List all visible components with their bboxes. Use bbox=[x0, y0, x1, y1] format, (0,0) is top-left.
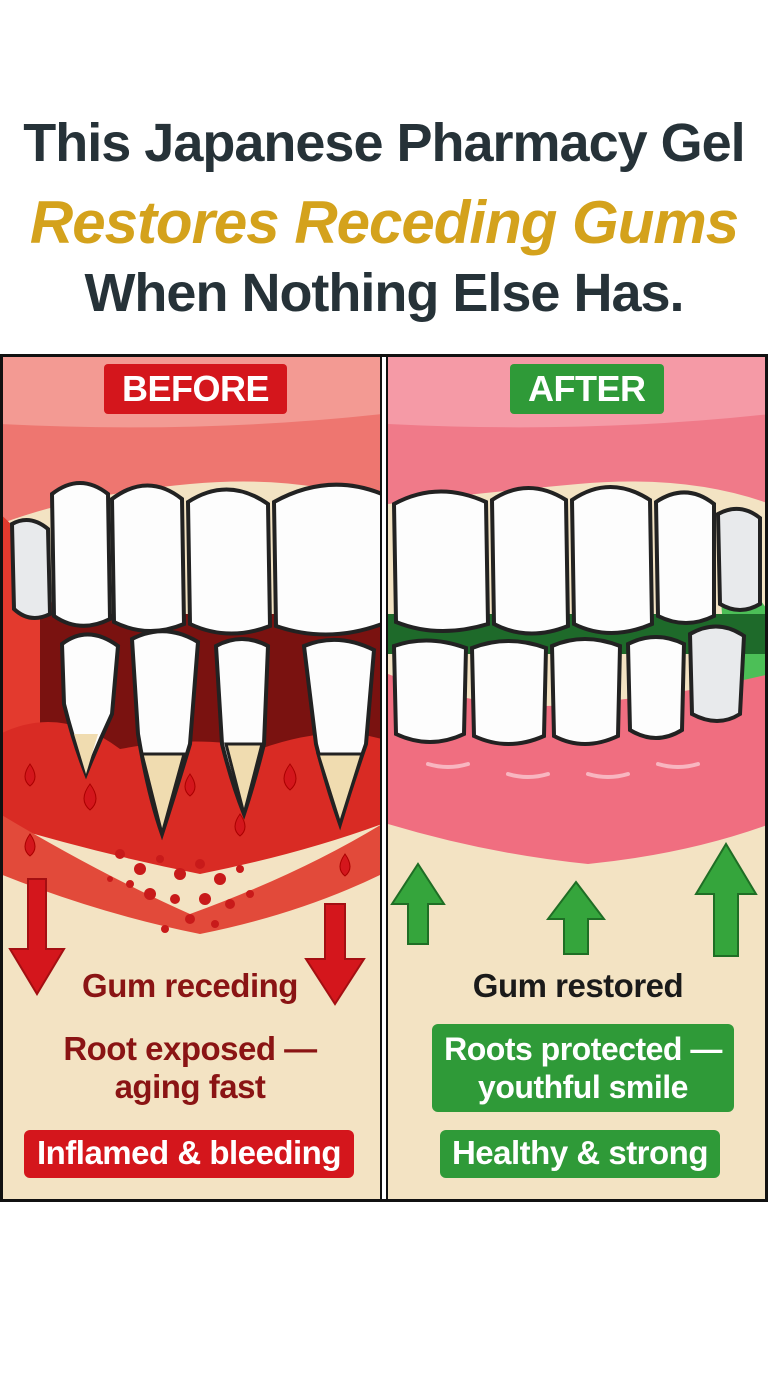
after-badge-roots-protected-line2: youthful smile bbox=[478, 1069, 688, 1105]
after-tag: AFTER bbox=[510, 364, 664, 414]
after-caption-gum-restored: Gum restored bbox=[472, 967, 684, 1004]
down-arrow-icon bbox=[304, 903, 366, 1006]
after-badge-roots-protected-line1: Roots protected — bbox=[444, 1031, 722, 1067]
before-badge-inflamed: Inflamed & bleeding bbox=[24, 1130, 354, 1178]
before-caption-root-exposed: Root exposed — bbox=[63, 1030, 317, 1067]
down-arrow-icon bbox=[8, 878, 66, 996]
after-panel: AFTER Gum restored Roots protected — you… bbox=[386, 354, 768, 1200]
up-arrow-icon bbox=[390, 862, 446, 945]
headline-line-2: Restores Receding Gums bbox=[29, 189, 739, 256]
up-arrow-icon bbox=[694, 842, 758, 957]
headline-line-1: This Japanese Pharmacy Gel bbox=[23, 113, 745, 173]
before-panel: BEFORE Gum receding Root exposed — aging… bbox=[0, 354, 382, 1200]
before-caption-aging-fast: aging fast bbox=[114, 1068, 266, 1105]
after-badge-healthy: Healthy & strong bbox=[440, 1130, 720, 1178]
after-badge-roots-protected: Roots protected — youthful smile bbox=[432, 1024, 734, 1112]
up-arrow-icon bbox=[545, 880, 607, 955]
before-caption-gum-receding: Gum receding bbox=[82, 967, 298, 1004]
headline-line-3: When Nothing Else Has. bbox=[84, 263, 684, 323]
before-tag: BEFORE bbox=[104, 364, 288, 414]
before-teeth-illustration bbox=[0, 354, 380, 1200]
